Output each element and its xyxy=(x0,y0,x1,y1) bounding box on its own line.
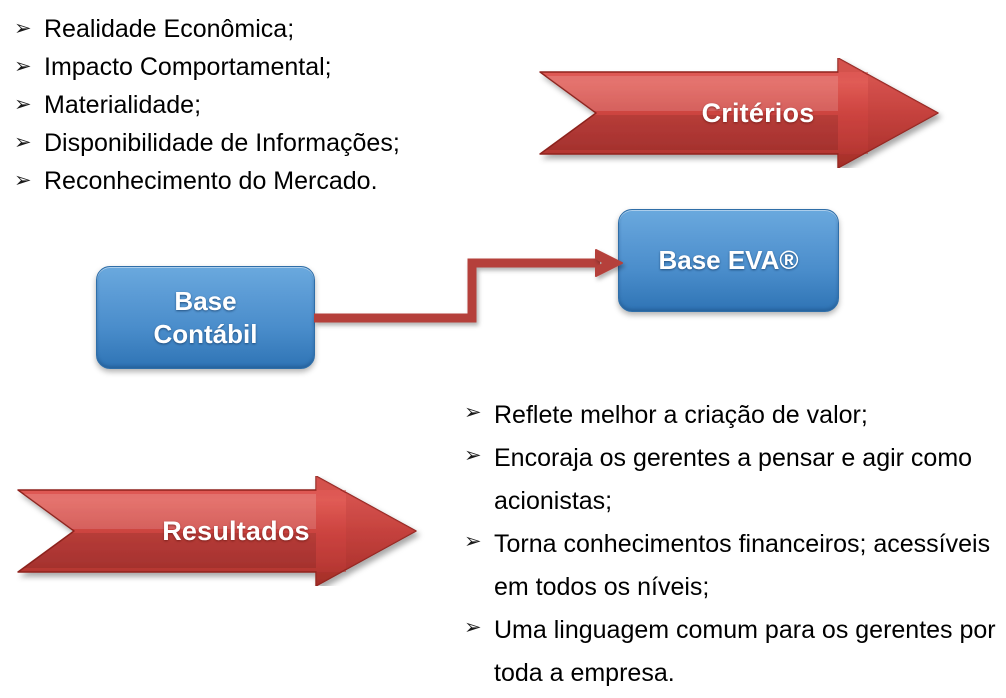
list-item: ➢ Realidade Econômica; xyxy=(0,10,520,48)
list-item-label: Disponibilidade de Informações; xyxy=(44,129,400,157)
list-item: ➢ Torna conhecimentos financeiros; acess… xyxy=(450,523,1006,609)
criterios-arrow: Critérios xyxy=(538,58,962,168)
list-item: ➢ Reflete melhor a criação de valor; xyxy=(450,394,1006,437)
arrow-bullet-icon: ➢ xyxy=(14,169,32,192)
right-arrow-icon xyxy=(539,58,939,168)
list-item: ➢ Reconhecimento do Mercado. xyxy=(0,162,520,200)
list-item-label: Impacto Comportamental; xyxy=(44,53,332,81)
list-item-label: Materialidade; xyxy=(44,91,202,119)
list-item-label: Reflete melhor a criação de valor; xyxy=(494,401,868,429)
arrow-bullet-icon: ➢ xyxy=(14,131,32,154)
arrow-bullet-icon: ➢ xyxy=(14,17,32,40)
arrow-bullet-icon: ➢ xyxy=(464,616,482,639)
resultados-arrow-label: Resultados xyxy=(162,515,310,546)
list-item-label: Realidade Econômica; xyxy=(44,15,295,43)
list-item: ➢ Materialidade; xyxy=(0,86,520,124)
right-arrow-icon xyxy=(17,476,417,586)
criterios-arrow-label: Critérios xyxy=(701,97,815,128)
arrow-bullet-icon: ➢ xyxy=(464,444,482,467)
list-item: ➢ Uma linguagem comum para os gerentes p… xyxy=(450,609,1006,695)
list-item-label: Uma linguagem comum para os gerentes por… xyxy=(494,616,1003,687)
arrow-bullet-icon: ➢ xyxy=(464,401,482,424)
results-list: ➢ Reflete melhor a criação de valor; ➢ E… xyxy=(450,394,1006,695)
list-item-label: Encoraja os gerentes a pensar e agir com… xyxy=(494,444,980,515)
base-contabil-box[interactable]: Base Contábil xyxy=(96,266,315,369)
base-eva-box[interactable]: Base EVA® xyxy=(618,209,839,312)
base-contabil-label: Base Contábil xyxy=(153,285,258,349)
list-item-label: Torna conhecimentos financeiros; acessív… xyxy=(494,530,998,601)
connector-arrowhead-icon xyxy=(595,249,623,277)
arrow-bullet-icon: ➢ xyxy=(14,93,32,116)
criteria-list: ➢ Realidade Econômica; ➢ Impacto Comport… xyxy=(0,10,520,200)
connector-arrow-contabil-to-eva xyxy=(314,249,623,323)
list-item-label: Reconhecimento do Mercado. xyxy=(44,167,378,195)
resultados-arrow: Resultados xyxy=(16,476,440,586)
list-item: ➢ Encoraja os gerentes a pensar e agir c… xyxy=(450,437,1006,523)
arrow-bullet-icon: ➢ xyxy=(464,530,482,553)
base-eva-label: Base EVA® xyxy=(658,245,799,275)
arrow-bullet-icon: ➢ xyxy=(14,55,32,78)
list-item: ➢ Impacto Comportamental; xyxy=(0,48,520,86)
list-item: ➢ Disponibilidade de Informações; xyxy=(0,124,520,162)
